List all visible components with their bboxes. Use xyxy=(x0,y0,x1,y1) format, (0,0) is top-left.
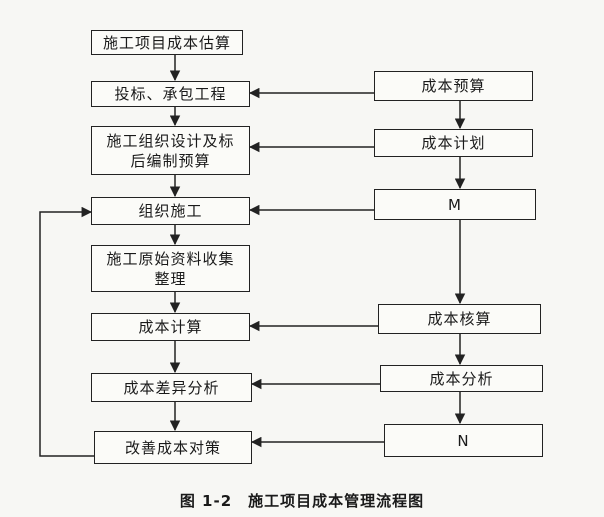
cost-calculation-box: 成本计算 xyxy=(91,313,250,341)
budget-label: 成本预算 xyxy=(421,77,486,95)
plan-label: 成本计划 xyxy=(421,134,486,152)
budget-box: 成本预算 xyxy=(374,71,533,101)
n-node-box: N xyxy=(384,424,543,457)
cost-analysis-box: 成本分析 xyxy=(380,365,543,392)
cost-accounting-label: 成本核算 xyxy=(427,310,492,328)
n-node-label: N xyxy=(457,431,470,450)
estimate-box: 施工项目成本估算 xyxy=(91,30,243,55)
m-node-label: M xyxy=(448,195,462,214)
m-node-box: M xyxy=(374,189,536,220)
cost-accounting-box: 成本核算 xyxy=(378,304,541,334)
data-collection-label: 施工原始资料收集整理 xyxy=(106,249,235,288)
improvement-box: 改善成本对策 xyxy=(94,431,252,464)
cost-analysis-label: 成本分析 xyxy=(429,369,494,388)
cost-calculation-label: 成本计算 xyxy=(138,318,203,336)
bidding-label: 投标、承包工程 xyxy=(114,85,227,103)
plan-box: 成本计划 xyxy=(374,129,533,157)
variance-analysis-label: 成本差异分析 xyxy=(123,378,220,397)
estimate-label: 施工项目成本估算 xyxy=(102,33,231,52)
figure-caption: 图 1-2 施工项目成本管理流程图 xyxy=(179,492,425,510)
variance-analysis-box: 成本差异分析 xyxy=(91,373,252,402)
improvement-label: 改善成本对策 xyxy=(124,438,221,457)
organization-design-box: 施工组织设计及标后编制预算 xyxy=(91,126,250,175)
data-collection-box: 施工原始资料收集整理 xyxy=(91,245,250,292)
bidding-box: 投标、承包工程 xyxy=(91,81,250,107)
organize-construction-box: 组织施工 xyxy=(91,197,250,225)
organization-design-label: 施工组织设计及标后编制预算 xyxy=(106,131,235,170)
organize-construction-label: 组织施工 xyxy=(138,202,203,220)
feedback-loop-arrow xyxy=(39,206,94,457)
